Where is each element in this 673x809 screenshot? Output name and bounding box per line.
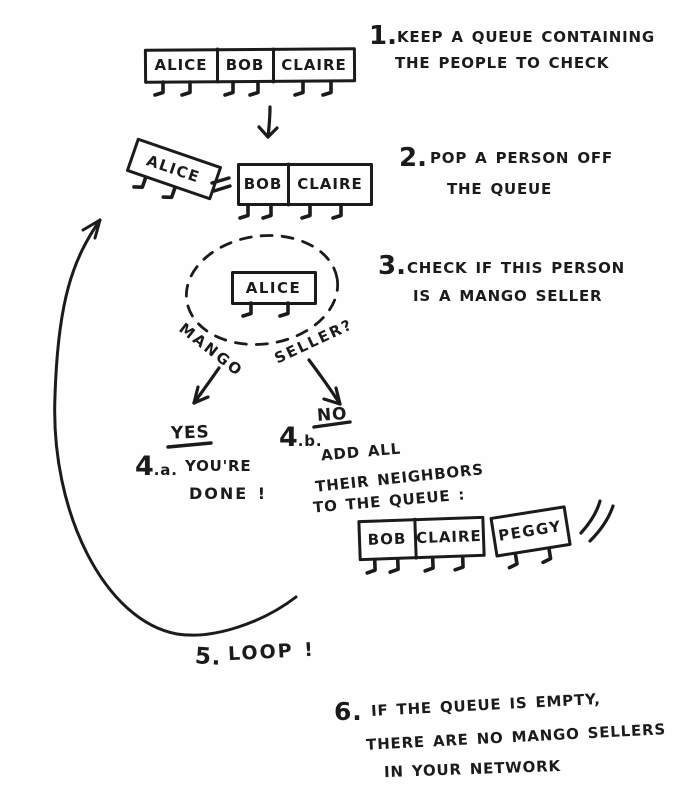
step4a-number-big: 4: [135, 451, 154, 482]
peggy-legs: [507, 546, 553, 570]
step1-line2: THE PEOPLE TO CHECK: [395, 54, 610, 72]
popped-alice-legs: [132, 175, 177, 200]
queue-cell: CLAIRE: [281, 56, 347, 74]
queue-cell: BOB: [225, 56, 265, 74]
no-underline: [312, 420, 352, 429]
queue3-box: [357, 515, 486, 575]
branch-arrow-no-icon: [307, 358, 342, 406]
step3-number: 3.: [378, 251, 406, 281]
motion-lines-icon: [579, 499, 615, 543]
arrow-down-icon: [257, 105, 279, 139]
step3-line1: CHECK IF THIS PERSON: [407, 259, 626, 277]
queue-cell: CLAIRE: [297, 175, 363, 193]
step4b-number-sub: .b.: [297, 432, 323, 450]
check-alice-box: [231, 271, 317, 318]
step1-line1: KEEP A QUEUE CONTAINING: [397, 28, 655, 46]
peggy-box: [489, 505, 572, 570]
equals-sign: [210, 176, 232, 193]
step4a-number-sub: .a.: [153, 461, 178, 479]
queue3-legs: [365, 554, 465, 575]
queue-cell: BOB: [243, 175, 283, 193]
queue1-box: [143, 47, 357, 97]
step2-line2: THE QUEUE: [447, 180, 553, 198]
queue1-cells: ALICE BOB CLAIRE: [145, 49, 355, 81]
yes-label: YES: [170, 422, 210, 444]
queue1-legs: [153, 80, 333, 97]
queue-cell: BOB: [367, 529, 407, 549]
queue2-box: [237, 162, 373, 220]
step2-line1: POP A PERSON OFF: [430, 149, 613, 167]
step1-number: 1.: [369, 21, 397, 51]
step5-label: LOOP !: [227, 638, 316, 666]
check-alice-legs: [241, 301, 290, 318]
step4a-line1: YOU'RE: [185, 457, 252, 475]
check-person-label: ALICE: [245, 278, 302, 297]
queue-cell: CLAIRE: [415, 526, 483, 548]
step4b-number: 4.b.: [279, 422, 322, 453]
queue3-cells: BOB CLAIRE: [358, 517, 483, 559]
step3-line2: IS A MANGO SELLER: [413, 287, 603, 305]
step6-number: 6.: [334, 697, 363, 726]
step2-number: 2.: [399, 143, 427, 173]
branch-arrow-yes-icon: [192, 366, 221, 405]
step5-number: 5.: [194, 643, 223, 671]
queue-cell: ALICE: [154, 56, 208, 74]
step4a-number: 4.a.: [135, 451, 178, 482]
step4a-line2: DONE !: [189, 484, 268, 503]
yes-underline: [166, 441, 213, 449]
dashed-circle: [184, 234, 340, 346]
queue2-legs: [238, 203, 343, 220]
loop-arrow-icon: [53, 218, 298, 637]
step4b-number-big: 4: [279, 422, 298, 453]
queue2-cells: BOB CLAIRE: [238, 164, 372, 204]
